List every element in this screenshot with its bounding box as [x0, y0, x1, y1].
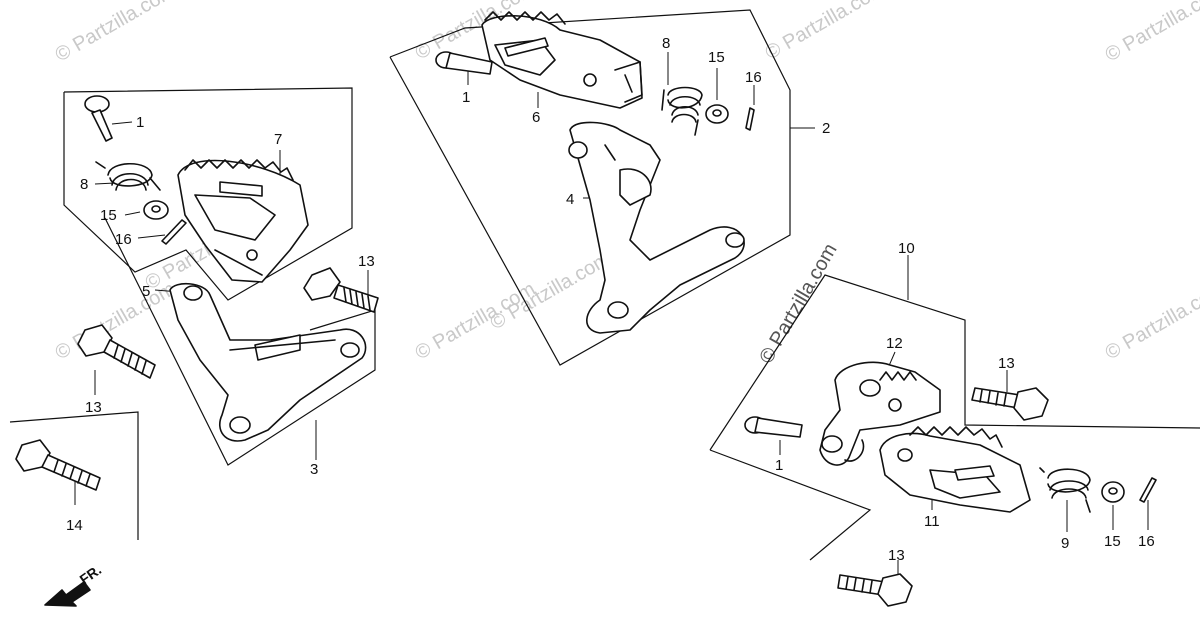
- callout-label: 3: [310, 461, 318, 478]
- callout-label: 13: [85, 399, 102, 416]
- top-assembly-outline: [389, 9, 791, 366]
- left-spring-8: [95, 161, 161, 191]
- left-cotter-16: [161, 219, 187, 245]
- callout-label: 9: [1061, 535, 1069, 552]
- left-washer-15: [143, 200, 169, 220]
- top-pin-1: [435, 51, 493, 75]
- left-assembly-outline: [63, 87, 353, 301]
- callout-label: 16: [1138, 533, 1155, 550]
- callout-label: 15: [1104, 533, 1121, 550]
- right-lower-outline: [709, 449, 872, 561]
- right-cotter-16: [1139, 477, 1157, 503]
- callout-label: 15: [708, 49, 725, 66]
- callout-label: 16: [115, 231, 132, 248]
- callout-label: 12: [886, 335, 903, 352]
- callout-label: 2: [822, 120, 830, 137]
- top-footpeg-6: [481, 11, 643, 109]
- callout-label: 11: [924, 513, 940, 530]
- callout-label: 8: [662, 35, 670, 52]
- top-spring-8: [661, 86, 703, 136]
- callout-label: 1: [775, 457, 783, 474]
- callout-label: 15: [100, 207, 117, 224]
- callout-label: 6: [532, 109, 540, 126]
- right-bolt-13-upper: [971, 387, 1049, 421]
- watermark: © Partzilla.com: [755, 240, 841, 368]
- group-outlines: [9, 9, 1200, 561]
- right-bracket-12: [819, 361, 941, 466]
- callout-label: 1: [462, 89, 470, 106]
- callout-label: 7: [274, 131, 282, 148]
- left-lower-outline: [104, 217, 376, 466]
- parts: [15, 11, 1157, 607]
- left-bracket-5-3: [169, 282, 367, 442]
- bottom-left-outline: [9, 411, 139, 540]
- watermark: © Partzilla.com: [1102, 0, 1200, 66]
- top-cotter-16: [745, 107, 755, 131]
- callout-label: 13: [358, 253, 375, 270]
- right-spring-9: [1039, 467, 1091, 513]
- callouts: 1 7 8 15 16 5 13 13 3 14 1 6 4 8 15 16 2…: [66, 35, 1155, 587]
- top-washer-15: [705, 104, 729, 124]
- callout-label: 5: [142, 283, 150, 300]
- callout-label: 13: [998, 355, 1015, 372]
- callout-label: 4: [566, 191, 574, 208]
- callout-label: 8: [80, 176, 88, 193]
- right-bolt-13-lower: [837, 573, 913, 607]
- watermark: © Partzilla.com: [762, 0, 890, 64]
- right-washer-15: [1101, 481, 1125, 503]
- callout-label: 13: [888, 547, 905, 564]
- watermark: © Partzilla.com: [52, 0, 180, 66]
- callout-label: 1: [136, 114, 144, 131]
- left-footpeg-7: [177, 159, 309, 283]
- top-bracket-4: [568, 121, 745, 334]
- direction-arrow: [44, 581, 91, 607]
- watermark: © Partzilla.com: [1102, 278, 1200, 364]
- right-assembly-outline: [709, 274, 1200, 451]
- right-footpeg-11: [879, 426, 1031, 513]
- left-pin-1: [84, 95, 113, 142]
- callout-label: 14: [66, 517, 83, 534]
- callout-label: 10: [898, 240, 915, 257]
- bolt-14: [15, 439, 101, 491]
- left-bolt-13-upper: [303, 267, 379, 313]
- left-bolt-13-lower: [77, 324, 156, 379]
- right-pin-1: [744, 416, 803, 438]
- callout-label: 16: [745, 69, 762, 86]
